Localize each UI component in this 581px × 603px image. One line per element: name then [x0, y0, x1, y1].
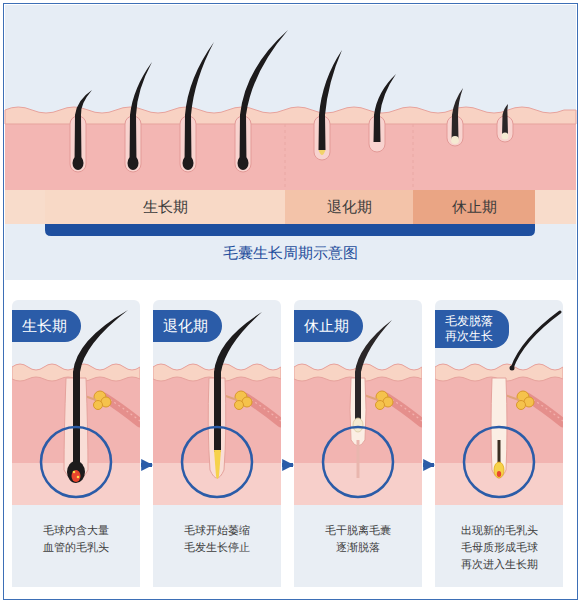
stage-arrow — [423, 463, 434, 467]
hair-shafts — [73, 156, 84, 170]
stage-panels — [153, 300, 281, 587]
hair-shafts — [319, 150, 326, 155]
skin-section — [5, 107, 576, 124]
catagen-hair — [214, 312, 262, 452]
telogen-hair — [357, 440, 360, 478]
stage-tab: 休止期 — [294, 310, 363, 342]
skin-section — [285, 124, 286, 190]
hair-follicles — [70, 116, 513, 172]
anagen-hair — [73, 471, 76, 474]
catagen-hair — [214, 450, 221, 479]
stage-panels — [435, 505, 563, 587]
stage-tab: 退化期 — [153, 310, 222, 342]
magnifier-circles — [323, 427, 393, 497]
hair-shafts — [128, 156, 139, 170]
phase-band: 退化期 — [285, 190, 413, 224]
frame — [5, 5, 576, 280]
phase-label: 休止期 — [452, 198, 497, 217]
hair-shafts — [240, 30, 289, 164]
bracket-bar — [45, 224, 535, 236]
skin-section — [5, 190, 576, 224]
new-hair — [510, 366, 515, 371]
stage-panels — [12, 300, 140, 587]
anagen-hair — [77, 476, 80, 479]
anagen-hair — [72, 470, 81, 482]
stage-panels — [153, 505, 281, 587]
telogen-hair — [355, 320, 392, 420]
anagen-hair — [67, 461, 85, 483]
phase-label: 退化期 — [327, 198, 372, 217]
hair-shafts — [502, 104, 508, 136]
anagen-hair — [73, 310, 128, 470]
hair-shafts — [502, 133, 509, 140]
frame — [4, 4, 578, 600]
stage-tab: 毛发脱落 再次生长 — [435, 310, 509, 348]
hair-shafts — [452, 88, 464, 140]
hair-shafts — [130, 62, 153, 164]
stage-panel: 生长期毛球内含大量 血管的毛乳头 — [12, 300, 140, 587]
stage-panel: 休止期毛干脱离毛囊 逐渐脱落 — [294, 300, 422, 587]
hair-shafts — [75, 90, 93, 164]
frame — [4, 4, 578, 600]
skin-section — [413, 124, 414, 190]
skin-section — [5, 107, 576, 224]
bracket-bar — [45, 224, 535, 236]
hair-shafts — [183, 156, 194, 170]
new-hair — [512, 312, 560, 368]
phase-band: 生长期 — [45, 190, 285, 224]
phase-band: 休止期 — [413, 190, 535, 224]
stage-tab: 生长期 — [12, 310, 81, 342]
stage-panels — [294, 300, 422, 587]
stage-panels — [435, 345, 563, 505]
stage-panels — [12, 505, 140, 587]
stage-description: 毛球内含大量 血管的毛乳头 — [20, 522, 132, 556]
new-hair — [497, 471, 501, 477]
stage-panels — [294, 505, 422, 587]
magnifier-circles — [464, 427, 534, 497]
stage-panel: 毛发脱落 再次生长出现新的毛乳头 毛母质形成毛球 再次进入生长期 — [435, 300, 563, 587]
hair-shafts — [73, 30, 509, 170]
hair-shafts — [451, 136, 459, 144]
stage-description: 出现新的毛乳头 毛母质形成毛球 再次进入生长期 — [443, 522, 555, 573]
hair-shafts — [374, 74, 397, 142]
stage-panels — [435, 300, 563, 587]
stage-panel: 退化期毛球开始萎缩 毛发生长停止 — [153, 300, 281, 587]
stage-description: 毛干脱离毛囊 逐渐脱落 — [302, 522, 414, 556]
new-hair — [494, 462, 504, 478]
hair-shafts — [238, 156, 249, 170]
figure-caption: 毛囊生长周期示意图 — [0, 244, 581, 263]
phase-label: 生长期 — [143, 198, 188, 217]
magnifier-circles — [41, 427, 111, 497]
stage-panels — [12, 300, 563, 587]
magnifier-circles — [41, 427, 534, 497]
telogen-hair — [353, 418, 363, 432]
telogen-hair — [350, 320, 392, 478]
hair-shafts — [185, 42, 215, 164]
stage-description: 毛球开始萎缩 毛发生长停止 — [161, 522, 273, 556]
stage-arrow — [141, 463, 152, 467]
magnifier-circles — [182, 427, 252, 497]
hair-shafts — [319, 50, 343, 150]
skin-section — [5, 122, 576, 190]
stage-arrow — [282, 463, 293, 467]
